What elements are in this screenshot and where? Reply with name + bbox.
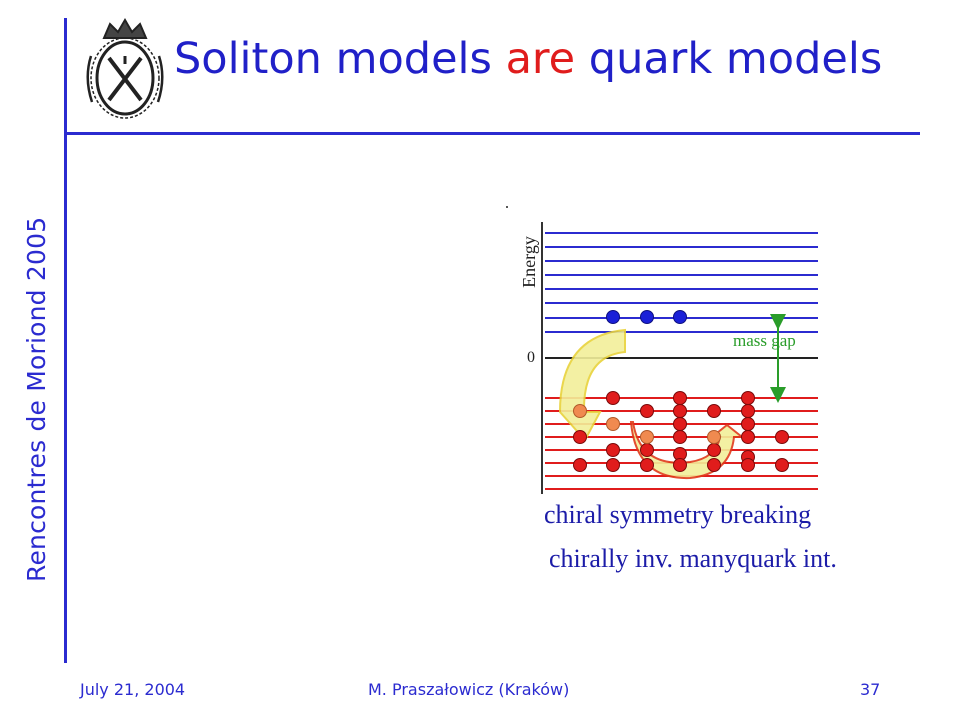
energy-axis-label: Energy xyxy=(519,236,539,288)
valence-quarks xyxy=(606,310,687,324)
caption-line-1: chiral symmetry breaking xyxy=(544,500,812,529)
slide-title: Soliton models are quark models xyxy=(174,38,882,81)
mass-gap-label: mass gap xyxy=(733,331,796,350)
conference-label: Rencontres de Moriond 2005 xyxy=(22,216,51,582)
title-text-1: Soliton models xyxy=(174,34,506,84)
sidebar-rule xyxy=(64,18,67,663)
footer-author: M. Praszałowicz (Kraków) xyxy=(368,680,570,699)
speck xyxy=(506,206,508,208)
page-number: 37 xyxy=(860,680,881,699)
title-text-2: quark models xyxy=(575,34,883,84)
sea-quarks xyxy=(573,391,789,472)
footer-date: July 21, 2004 xyxy=(80,680,186,699)
university-crest-logo xyxy=(86,18,164,119)
holes xyxy=(573,404,721,444)
energy-level-diagram: Energy 0 mass gap xyxy=(506,206,818,494)
title-highlight: are xyxy=(505,34,576,84)
header-rule xyxy=(64,132,920,135)
zero-label: 0 xyxy=(527,349,535,366)
caption-line-2: chirally inv. manyquark int. xyxy=(549,544,837,573)
